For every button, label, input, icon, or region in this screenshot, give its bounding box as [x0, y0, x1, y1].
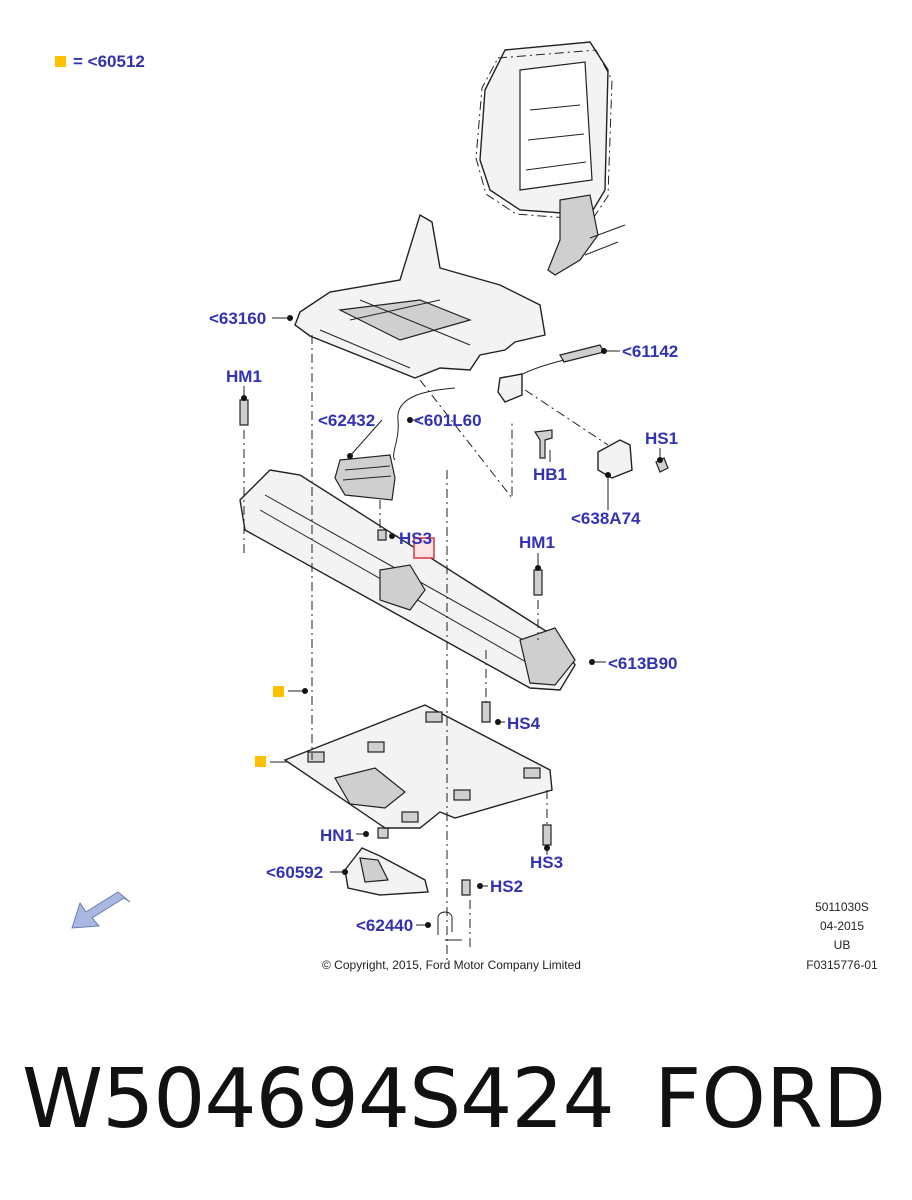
- bracket-638A74: [533, 429, 669, 479]
- seat-cushion-frame-63160: [287, 213, 546, 379]
- highlight-box: [413, 537, 435, 559]
- yellow-marker-1: [273, 686, 284, 697]
- callout-hm1-top: HM1: [226, 367, 262, 386]
- callout-61142: <61142: [622, 342, 678, 361]
- legend-text: = <60512: [73, 52, 145, 71]
- bracket-60592: [342, 847, 429, 896]
- caption-part-number: W504694S424: [22, 1052, 615, 1147]
- callout-638A74: <638A74: [571, 509, 641, 528]
- actuator-62432: [334, 453, 396, 501]
- stamp-line-2: 04-2015: [820, 919, 864, 933]
- seat-pan-panel: [283, 704, 553, 829]
- callout-62440: <62440: [356, 916, 413, 935]
- seat-back-frame: [475, 41, 626, 276]
- direction-arrow-icon: [71, 891, 131, 929]
- callout-601L60: <601L60: [414, 411, 482, 430]
- seat-track-frame-613B90: [239, 469, 595, 691]
- yellow-marker-2: [255, 756, 266, 767]
- copyright-text: © Copyright, 2015, Ford Motor Company Li…: [322, 958, 581, 972]
- callout-hs4: HS4: [507, 714, 541, 733]
- callout-hb1: HB1: [533, 465, 567, 484]
- callout-62432: <62432: [318, 411, 375, 430]
- callout-hm1-mid: HM1: [519, 533, 555, 552]
- document-stamp: 5011030S 04-2015 UB F0315776-01: [806, 900, 878, 972]
- legend-yellow-marker: [55, 56, 66, 67]
- stamp-line-4: F0315776-01: [806, 958, 878, 972]
- handle-62440: [425, 911, 462, 941]
- exploded-parts-diagram: = <60512: [55, 41, 878, 972]
- callout-hn1: HN1: [320, 826, 354, 845]
- caption-brand: FORD: [654, 1052, 886, 1147]
- callout-hs2: HS2: [490, 877, 523, 896]
- callout-labels: <63160 <61142 HM1 <62432 <601L60 HS1 HB1…: [209, 309, 678, 935]
- legend: = <60512: [55, 52, 145, 71]
- callout-hs1: HS1: [645, 429, 678, 448]
- caption: W504694S424 FORD: [0, 1040, 912, 1160]
- stamp-line-3: UB: [834, 938, 851, 952]
- callout-hs3-low: HS3: [530, 853, 563, 872]
- alignment-lines: [243, 335, 609, 960]
- callout-613B90: <613B90: [608, 654, 677, 673]
- callout-63160: <63160: [209, 309, 266, 328]
- leader-lines: [243, 317, 661, 926]
- callout-60592: <60592: [266, 863, 323, 882]
- cable-61142: [497, 344, 607, 403]
- stamp-line-1: 5011030S: [815, 900, 869, 914]
- callout-hs3-top: HS3: [399, 529, 432, 548]
- bolts: [239, 395, 552, 896]
